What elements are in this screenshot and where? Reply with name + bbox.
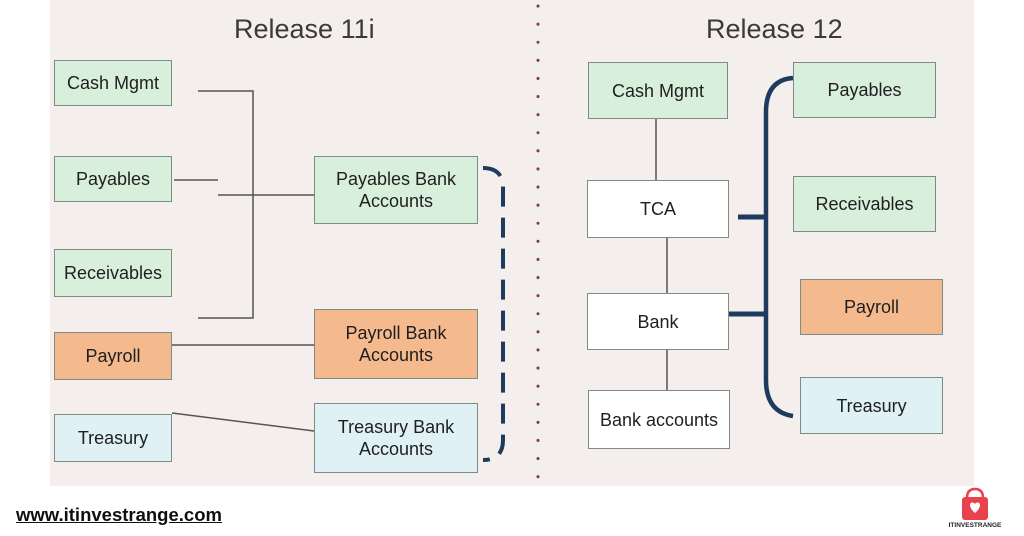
r11-payables-box: Payables bbox=[54, 156, 172, 202]
release-11i-title: Release 11i bbox=[234, 14, 375, 44]
r12-receivables-box: Receivables bbox=[793, 176, 936, 232]
logo-text: ITINVESTRANGE bbox=[948, 522, 1002, 529]
r12-treasury-box: Treasury bbox=[800, 377, 943, 434]
r12-bank-accounts-box: Bank accounts bbox=[588, 390, 730, 449]
r12-payroll-box: Payroll bbox=[800, 279, 943, 335]
r12-bank-box: Bank bbox=[587, 293, 729, 350]
r11-receivables-box: Receivables bbox=[54, 249, 172, 297]
website-link[interactable]: www.itinvestrange.com bbox=[16, 504, 222, 525]
release-12-title: Release 12 bbox=[706, 14, 843, 44]
r12-cash-mgmt-box: Cash Mgmt bbox=[588, 62, 728, 119]
r11-treasury-box: Treasury bbox=[54, 414, 172, 462]
r12-tca-box: TCA bbox=[587, 180, 729, 238]
payables-bank-accounts-box: Payables Bank Accounts bbox=[314, 156, 478, 224]
shopping-bag-icon bbox=[962, 487, 988, 520]
r11-payroll-box: Payroll bbox=[54, 332, 172, 380]
itinvestrange-logo: ITINVESTRANGE bbox=[940, 486, 1010, 532]
treasury-bank-accounts-box: Treasury Bank Accounts bbox=[314, 403, 478, 473]
r11-cash-mgmt-box: Cash Mgmt bbox=[54, 60, 172, 106]
payroll-bank-accounts-box: Payroll Bank Accounts bbox=[314, 309, 478, 379]
r12-payables-box: Payables bbox=[793, 62, 936, 118]
